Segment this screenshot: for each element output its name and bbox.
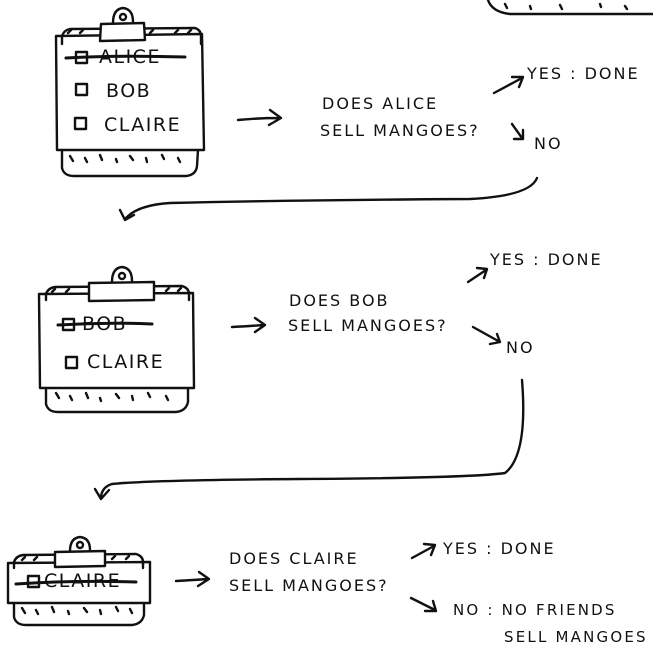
strike-alice bbox=[64, 54, 187, 60]
curve-to-step-3 bbox=[93, 378, 525, 501]
outcome-no-3-line-1: NO : NO FRIENDS bbox=[453, 601, 617, 619]
question-1-line-2: SELL MANGOES? bbox=[320, 121, 480, 140]
question-2-line-1: DOES BOB bbox=[289, 291, 390, 310]
partial-clipboard-top bbox=[486, 0, 653, 16]
question-1-line-1: DOES ALICE bbox=[322, 94, 439, 113]
question-2-line-2: SELL MANGOES? bbox=[288, 316, 448, 335]
outcome-yes-2: YES : DONE bbox=[490, 250, 603, 269]
arrow-no-1 bbox=[510, 122, 525, 141]
arrow-no-2 bbox=[471, 325, 502, 346]
outcome-no-2: NO bbox=[506, 338, 535, 357]
strike-claire bbox=[14, 579, 138, 586]
arrow-yes-2 bbox=[466, 266, 489, 284]
outcome-yes-1: YES : DONE bbox=[527, 64, 640, 83]
outcome-no-1: NO bbox=[534, 134, 563, 153]
arrow-yes-1 bbox=[492, 75, 525, 95]
curve-to-step-2 bbox=[118, 176, 539, 222]
outcome-no-3-line-2: SELL MANGOES bbox=[504, 628, 648, 646]
arrow-to-question-1 bbox=[236, 108, 283, 127]
clipboard-2 bbox=[37, 265, 196, 414]
clipboard-2-item-2: CLAIRE bbox=[87, 351, 165, 373]
question-3-line-1: DOES CLAIRE bbox=[229, 549, 359, 568]
arrow-yes-3 bbox=[410, 542, 437, 560]
arrow-to-question-2 bbox=[230, 316, 267, 334]
strike-bob bbox=[56, 321, 154, 327]
clipboard-1-item-3: CLAIRE bbox=[104, 114, 182, 136]
clipboard-3-item-1: CLAIRE bbox=[44, 570, 122, 592]
arrow-no-3 bbox=[409, 596, 438, 613]
arrow-to-question-3 bbox=[174, 570, 211, 588]
clipboard-1-item-1: ALICE bbox=[99, 46, 161, 68]
outcome-yes-3: YES : DONE bbox=[443, 539, 556, 558]
clipboard-2-item-1: BOB bbox=[82, 313, 128, 335]
clipboard-1 bbox=[54, 6, 206, 178]
question-3-line-2: SELL MANGOES? bbox=[229, 576, 389, 595]
clipboard-1-item-2: BOB bbox=[106, 80, 152, 102]
